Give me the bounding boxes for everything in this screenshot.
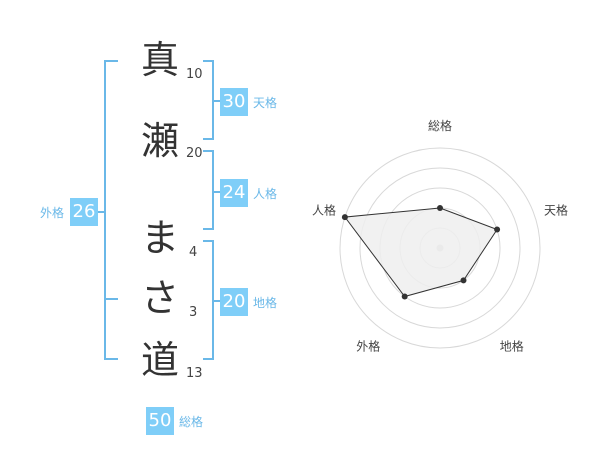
name-char-5: 道 (140, 338, 179, 382)
name-char-4: さ (140, 276, 179, 320)
name-char-1: 真 (140, 38, 179, 82)
jinkaku-label: 人格 (253, 187, 278, 201)
radar-axis-label-4: 外格 (356, 339, 380, 354)
radar-axis-label-1: 総格 (428, 118, 452, 133)
gaikaku-bracket (104, 60, 118, 360)
gaikaku-label: 外格 (40, 206, 65, 220)
stroke-count-4: 3 (189, 305, 198, 320)
radar-ring-5 (339, 147, 541, 349)
tenkaku-label: 天格 (253, 96, 278, 110)
stroke-count-1: 10 (186, 67, 203, 82)
name-char-2: 瀬 (140, 119, 179, 163)
radar-point-3 (460, 277, 467, 284)
radar-axis-label-5: 人格 (312, 202, 336, 217)
stroke-count-3: 4 (189, 245, 198, 260)
name-char-3: ま (140, 216, 179, 260)
tenkaku-value-badge: 30 (220, 88, 248, 116)
chikaku-value-badge: 20 (220, 288, 248, 316)
radar-axis-label-3: 地格 (500, 339, 524, 354)
jinkaku-value-badge: 24 (220, 179, 248, 207)
radar-axis-label-2: 天格 (544, 202, 568, 217)
radar-point-5 (341, 214, 348, 221)
stroke-count-5: 13 (186, 366, 203, 381)
soukaku-label: 総格 (179, 415, 204, 429)
chikaku-label: 地格 (253, 296, 278, 310)
radar-point-4 (401, 293, 408, 300)
gaikaku-value-badge: 26 (70, 198, 98, 226)
soukaku-value-badge: 50 (146, 407, 174, 435)
radar-ring-4 (359, 167, 521, 329)
radar-point-1 (437, 205, 443, 211)
stroke-count-2: 20 (186, 146, 203, 161)
radar-point-2 (494, 226, 501, 233)
radar-area (343, 207, 498, 298)
jinkaku-bracket (203, 150, 214, 230)
